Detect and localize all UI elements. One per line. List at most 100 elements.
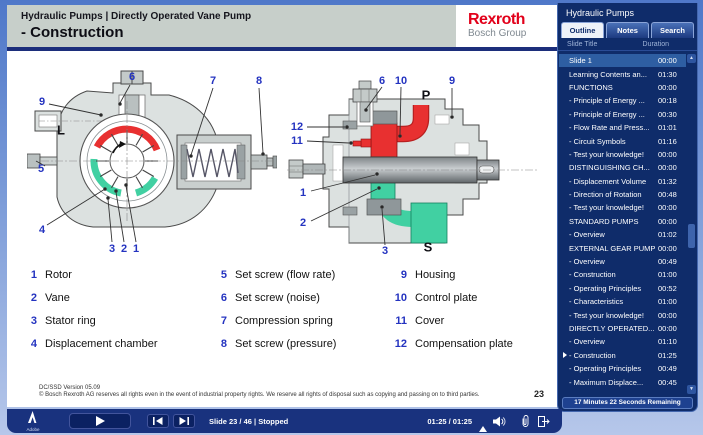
legend-number: 2	[30, 291, 37, 304]
part-label-2: 2	[299, 217, 307, 229]
part-label-11: 11	[291, 135, 303, 147]
legend-label: Set screw (pressure)	[235, 337, 337, 350]
slide-title: DISTINGUISHING CH...	[569, 163, 650, 173]
volume-slider-thumb[interactable]	[479, 426, 487, 432]
slide-duration: 00:00	[658, 149, 677, 159]
slide-title: - Overview	[569, 257, 605, 267]
outline-row[interactable]: STANDARD PUMPS 00:00	[559, 215, 686, 228]
slide-duration: 00:00	[658, 216, 677, 226]
outline-row[interactable]: - Characteristics 01:00	[559, 295, 686, 308]
scroll-down-button[interactable]: ▼	[687, 385, 696, 394]
play-button[interactable]	[69, 413, 131, 429]
tab-notes[interactable]: Notes	[606, 22, 649, 38]
legend-label: Housing	[415, 268, 456, 281]
tab-outline[interactable]: Outline	[561, 22, 604, 38]
radial-section-drawing	[26, 70, 278, 243]
outline-row[interactable]: - Flow Rate and Press...01:01	[559, 121, 686, 134]
outline-row[interactable]: DISTINGUISHING CH...00:00	[559, 161, 686, 174]
rexroth-logo: Rexroth Bosch Group	[456, 5, 560, 47]
outline-row[interactable]: Learning Contents an...01:30	[559, 67, 686, 80]
outline-row[interactable]: - Test your knowledge!00:00	[559, 201, 686, 214]
legend-number: 4	[30, 337, 37, 350]
speaker-icon	[493, 416, 506, 426]
previous-slide-button[interactable]	[147, 414, 169, 428]
outline-row[interactable]: - Overview 00:49	[559, 255, 686, 268]
slide-duration: 01:30	[658, 69, 677, 79]
outline-row[interactable]: - Test your knowledge!00:00	[559, 308, 686, 321]
slide-title: - Construction	[569, 270, 616, 280]
scrollbar-thumb[interactable]	[688, 224, 695, 248]
column-slide-title: Slide Title	[567, 41, 598, 48]
slide-title: STANDARD PUMPS	[569, 216, 639, 226]
outline-column-headers: Slide Title Duration	[558, 38, 697, 51]
outline-scrollbar[interactable]: ▲ ▼	[687, 54, 696, 394]
scroll-up-button[interactable]: ▲	[687, 54, 696, 63]
outline-row[interactable]: DIRECTLY OPERATED...00:00	[559, 322, 686, 335]
slide-duration: 01:32	[658, 176, 677, 186]
slide-duration: 01:00	[658, 297, 677, 307]
outline-row[interactable]: - Principle of Energy ...00:18	[559, 94, 686, 107]
legend-label: Compensation plate	[415, 337, 513, 350]
slide-duration: 01:10	[658, 337, 677, 347]
slide-title: - Operating Principles	[569, 283, 642, 293]
time-remaining-status: 17 Minutes 22 Seconds Remaining	[562, 397, 693, 409]
tab-search[interactable]: Search	[651, 22, 694, 38]
outline-row[interactable]: - Test your knowledge!00:00	[559, 148, 686, 161]
copyright-text: © Bosch Rexroth AG reserves all rights e…	[39, 392, 480, 398]
slide-duration: 00:45	[658, 377, 677, 387]
player-bar: Adobe Slide 23 / 46 | Stopped 01:25 / 01…	[7, 409, 562, 433]
slide-title: - Construction	[569, 350, 616, 360]
outline-row[interactable]: - Maximum Displace...00:45	[559, 375, 686, 388]
step-backward-icon	[153, 417, 163, 425]
slide-duration: 00:00	[658, 82, 677, 92]
brand-name: Rexroth	[468, 11, 525, 28]
legend-label: Stator ring	[45, 314, 96, 327]
outline-row[interactable]: - Principle of Energy ...00:30	[559, 108, 686, 121]
next-slide-button[interactable]	[173, 414, 195, 428]
slide-title: FUNCTIONS	[569, 82, 613, 92]
part-label-4: 4	[38, 224, 46, 236]
slide-title: - Flow Rate and Press...	[569, 123, 650, 133]
volume-button[interactable]	[493, 416, 507, 427]
sidebar-tabs: Outline Notes Search	[558, 22, 697, 38]
exit-button[interactable]	[538, 415, 550, 427]
version-text: DC/SSD Version 05.09	[39, 385, 101, 391]
part-label-5: 5	[37, 163, 45, 175]
port-label-P: P	[421, 87, 431, 103]
breadcrumb: Hydraulic Pumps | Directly Operated Vane…	[21, 11, 252, 22]
attachments-button[interactable]	[521, 414, 530, 428]
slide-title: Slide 1	[569, 56, 592, 66]
part-label-6: 6	[128, 71, 136, 83]
slide-title: EXTERNAL GEAR PUMP	[569, 243, 655, 253]
outline-row[interactable]: FUNCTIONS 00:00	[559, 81, 686, 94]
adobe-label: Adobe	[26, 427, 40, 432]
slide-title: - Characteristics	[569, 297, 624, 307]
part-label-3: 3	[108, 243, 116, 255]
slide-title: - Principle of Energy ...	[569, 109, 645, 119]
slide-duration: 01:02	[658, 230, 677, 240]
part-label-3: 3	[381, 245, 389, 257]
legend-number: 10	[394, 291, 407, 304]
legend-label: Control plate	[415, 291, 478, 304]
slide-title: - Circuit Symbols	[569, 136, 626, 146]
slide-duration: 00:49	[658, 364, 677, 374]
slide-duration: 00:49	[658, 257, 677, 267]
